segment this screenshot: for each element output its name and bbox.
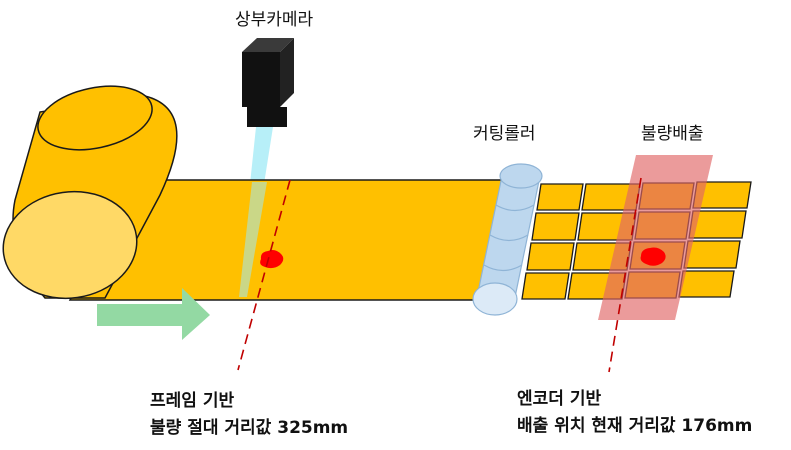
cut-piece	[683, 240, 741, 269]
cut-piece	[678, 270, 735, 298]
roller-bottom-end	[472, 282, 518, 316]
frame-marker-line	[237, 179, 291, 371]
camera-body-top	[242, 38, 294, 52]
roller-top-end	[499, 163, 543, 189]
encoder-marker-line	[608, 177, 642, 373]
cut-piece	[531, 212, 580, 241]
roller-ring	[483, 264, 523, 272]
camera-label: 상부카메라	[235, 10, 314, 30]
frame-caption-line1: 프레임 기반	[150, 390, 234, 411]
roller-ring	[495, 204, 535, 212]
arrow-right-icon	[97, 288, 210, 340]
cut-piece	[536, 183, 584, 211]
encoder-caption-line1: 엔코더 기반	[517, 389, 601, 409]
frame-caption-line2: 불량 절대 거리값 325mm	[150, 417, 348, 438]
defect-spot-icon	[260, 247, 666, 269]
cut-piece	[521, 272, 570, 300]
roller-ring	[489, 234, 529, 242]
cutting-roller	[472, 163, 543, 316]
cutting-roller-label: 커팅롤러	[473, 124, 536, 144]
defect-on-piece	[640, 247, 666, 266]
roll-top-end	[37, 85, 153, 151]
camera-body-front	[242, 52, 280, 107]
camera-body-side	[280, 38, 294, 107]
roll-face	[2, 190, 138, 300]
encoder-caption-line2: 배출 위치 현재 거리값 176mm	[517, 416, 752, 436]
camera-beam-spot	[239, 182, 267, 297]
reject-zone-label: 불량배출	[641, 124, 704, 144]
camera-lens	[247, 107, 287, 127]
reject-zone	[598, 155, 713, 320]
cut-piece	[526, 242, 575, 271]
camera-icon	[242, 38, 294, 127]
defect-on-strip	[260, 250, 284, 269]
